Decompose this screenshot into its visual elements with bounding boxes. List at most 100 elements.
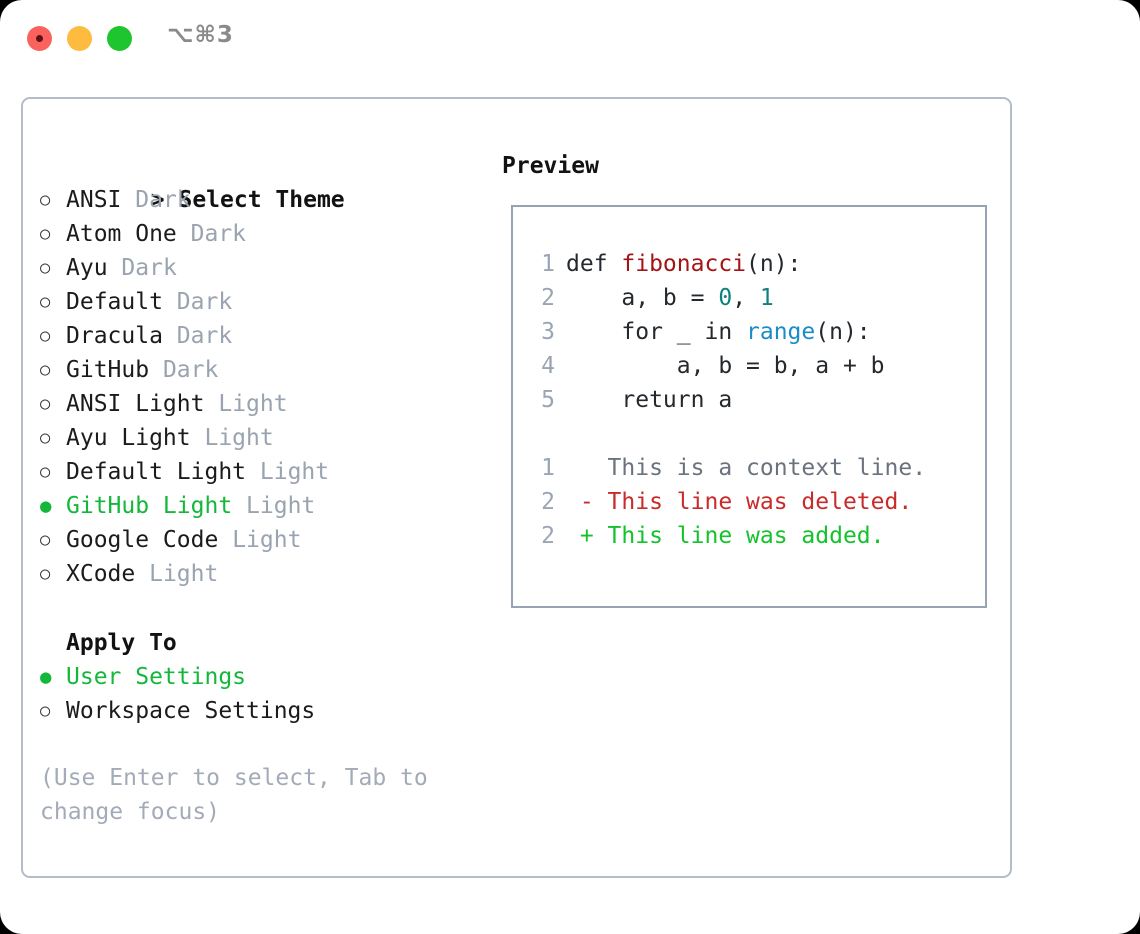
preview-heading: Preview [502,153,599,179]
diff-text: This line was added. [593,523,885,549]
spacer [149,353,163,387]
code-line: 3 for _ in range(n): [527,315,926,349]
theme-option-name: ANSI [66,187,122,213]
radio-unselected-icon[interactable]: ○ [40,292,51,312]
theme-option[interactable]: ○ Ayu Light Light [40,421,470,455]
code-line: 4 a, b = b, a + b [527,349,926,383]
code-token: range [746,319,816,345]
theme-option[interactable]: ○ANSI Light Light [40,387,470,421]
radio-unselected-icon[interactable]: ○ [40,190,51,210]
code-token: 0 [718,285,733,311]
main-panel: > Select Theme ○ANSI Dark○Atom One Dark○… [21,97,1012,878]
theme-option[interactable]: ○ ANSI Dark [40,183,470,217]
radio-unselected-icon[interactable]: ○ [40,462,51,482]
select-theme-prefix: > [150,187,179,213]
theme-list: ○ANSI Dark○Atom One Dark○Ayu Dark○Defaul… [40,183,470,591]
theme-option-name: Ayu Light [66,425,191,451]
theme-option-name: GitHub [66,357,150,383]
theme-option-variant: Light [246,493,316,519]
radio-unselected-icon[interactable]: ○ [40,360,51,380]
radio-unselected-icon[interactable]: ○ [40,428,51,448]
theme-option[interactable]: ○Default Light Light [40,455,470,489]
theme-option[interactable]: ○ Ayu Dark [40,251,470,285]
theme-option[interactable]: ○ GitHub Dark [40,353,470,387]
radio-selected-icon[interactable]: ● [40,666,52,688]
spacer [218,523,232,557]
diff-text: This line was deleted. [593,489,913,515]
diff-text: This is a context line. [593,455,927,481]
code-token: a, b = b, a + b [566,353,885,379]
theme-option[interactable]: ○Google Code Light [40,523,470,557]
radio-unselected-icon[interactable]: ○ [40,258,51,278]
spacer [135,557,149,591]
code-token: for _ in [566,319,747,345]
theme-option-name: Default [66,289,163,315]
spacer [191,421,205,455]
radio-unselected-icon[interactable]: ○ [40,326,51,346]
apply-to-option-label: User Settings [66,664,247,690]
theme-option-name: Ayu [66,255,108,281]
theme-option[interactable]: ○ Default Dark [40,285,470,319]
radio-unselected-icon[interactable]: ○ [40,564,51,584]
apply-to-heading: Apply To [66,630,177,656]
theme-option-variant: Light [259,459,330,485]
code-token: return a [566,387,733,413]
code-token: a, b = [566,285,719,311]
code-token: , [732,285,760,311]
theme-option[interactable]: ○Dracula Dark [40,319,470,353]
select-theme-label: Select Theme [178,187,345,213]
title-bar: ⌥⌘3 [0,0,1140,76]
theme-option-variant: Dark [121,255,177,281]
minimize-window-button[interactable] [67,26,92,51]
diff-line: 2 + This line was added. [527,519,926,553]
code-token: def [566,251,622,277]
code-token: (n): [815,319,871,345]
spacer [163,285,177,319]
line-number: 3 [541,319,555,345]
theme-option-name: Atom One [66,221,177,247]
theme-option-variant: Dark [135,187,191,213]
theme-option[interactable]: ○XCode Light [40,557,470,591]
radio-unselected-icon[interactable]: ○ [40,530,51,550]
code-line: 2 a, b = 0, 1 [527,281,926,315]
spacer [246,455,260,489]
theme-option[interactable]: ○ Atom One Dark [40,217,470,251]
code-token: fibonacci [621,251,747,277]
spacer [232,489,246,523]
theme-option-variant: Light [204,425,274,451]
line-number: 5 [541,387,555,413]
radio-unselected-icon[interactable]: ○ [40,701,51,721]
code-token: 1 [759,285,774,311]
apply-to-option[interactable]: ● User Settings [40,660,470,694]
apply-to-option[interactable]: ○Workspace Settings [40,694,470,728]
code-line: 5 return a [527,383,926,417]
theme-selector-column: > Select Theme ○ANSI Dark○Atom One Dark○… [40,149,470,829]
line-number: 1 [541,251,555,277]
theme-option-variant: Dark [190,221,247,247]
maximize-window-button[interactable] [107,26,132,51]
theme-option[interactable]: ● GitHub Light Light [40,489,470,523]
spacer [204,387,218,421]
keyboard-shortcut-label: ⌥⌘3 [167,22,234,48]
radio-selected-icon[interactable]: ● [40,495,52,517]
theme-option-name: GitHub Light [66,493,233,519]
radio-unselected-icon[interactable]: ○ [40,224,51,244]
theme-option-variant: Dark [176,289,233,315]
preview-column: Preview [502,149,992,183]
line-number: 4 [541,353,555,379]
theme-option-variant: Dark [162,357,219,383]
theme-option-name: Google Code [66,527,219,553]
code-diff-separator [527,417,926,451]
hint-text: (Use Enter to select, Tab to change focu… [40,765,442,825]
diff-line: 2 - This line was deleted. [527,485,926,519]
apply-to-list: ● User Settings ○Workspace Settings [40,660,470,728]
line-number: 1 [541,455,555,481]
theme-option-name: XCode [66,561,136,587]
diff-marker: + [566,523,594,549]
theme-option-variant: Light [218,391,288,417]
radio-unselected-icon[interactable]: ○ [40,394,51,414]
code-token: (n): [746,251,802,277]
line-number: 2 [541,523,555,549]
